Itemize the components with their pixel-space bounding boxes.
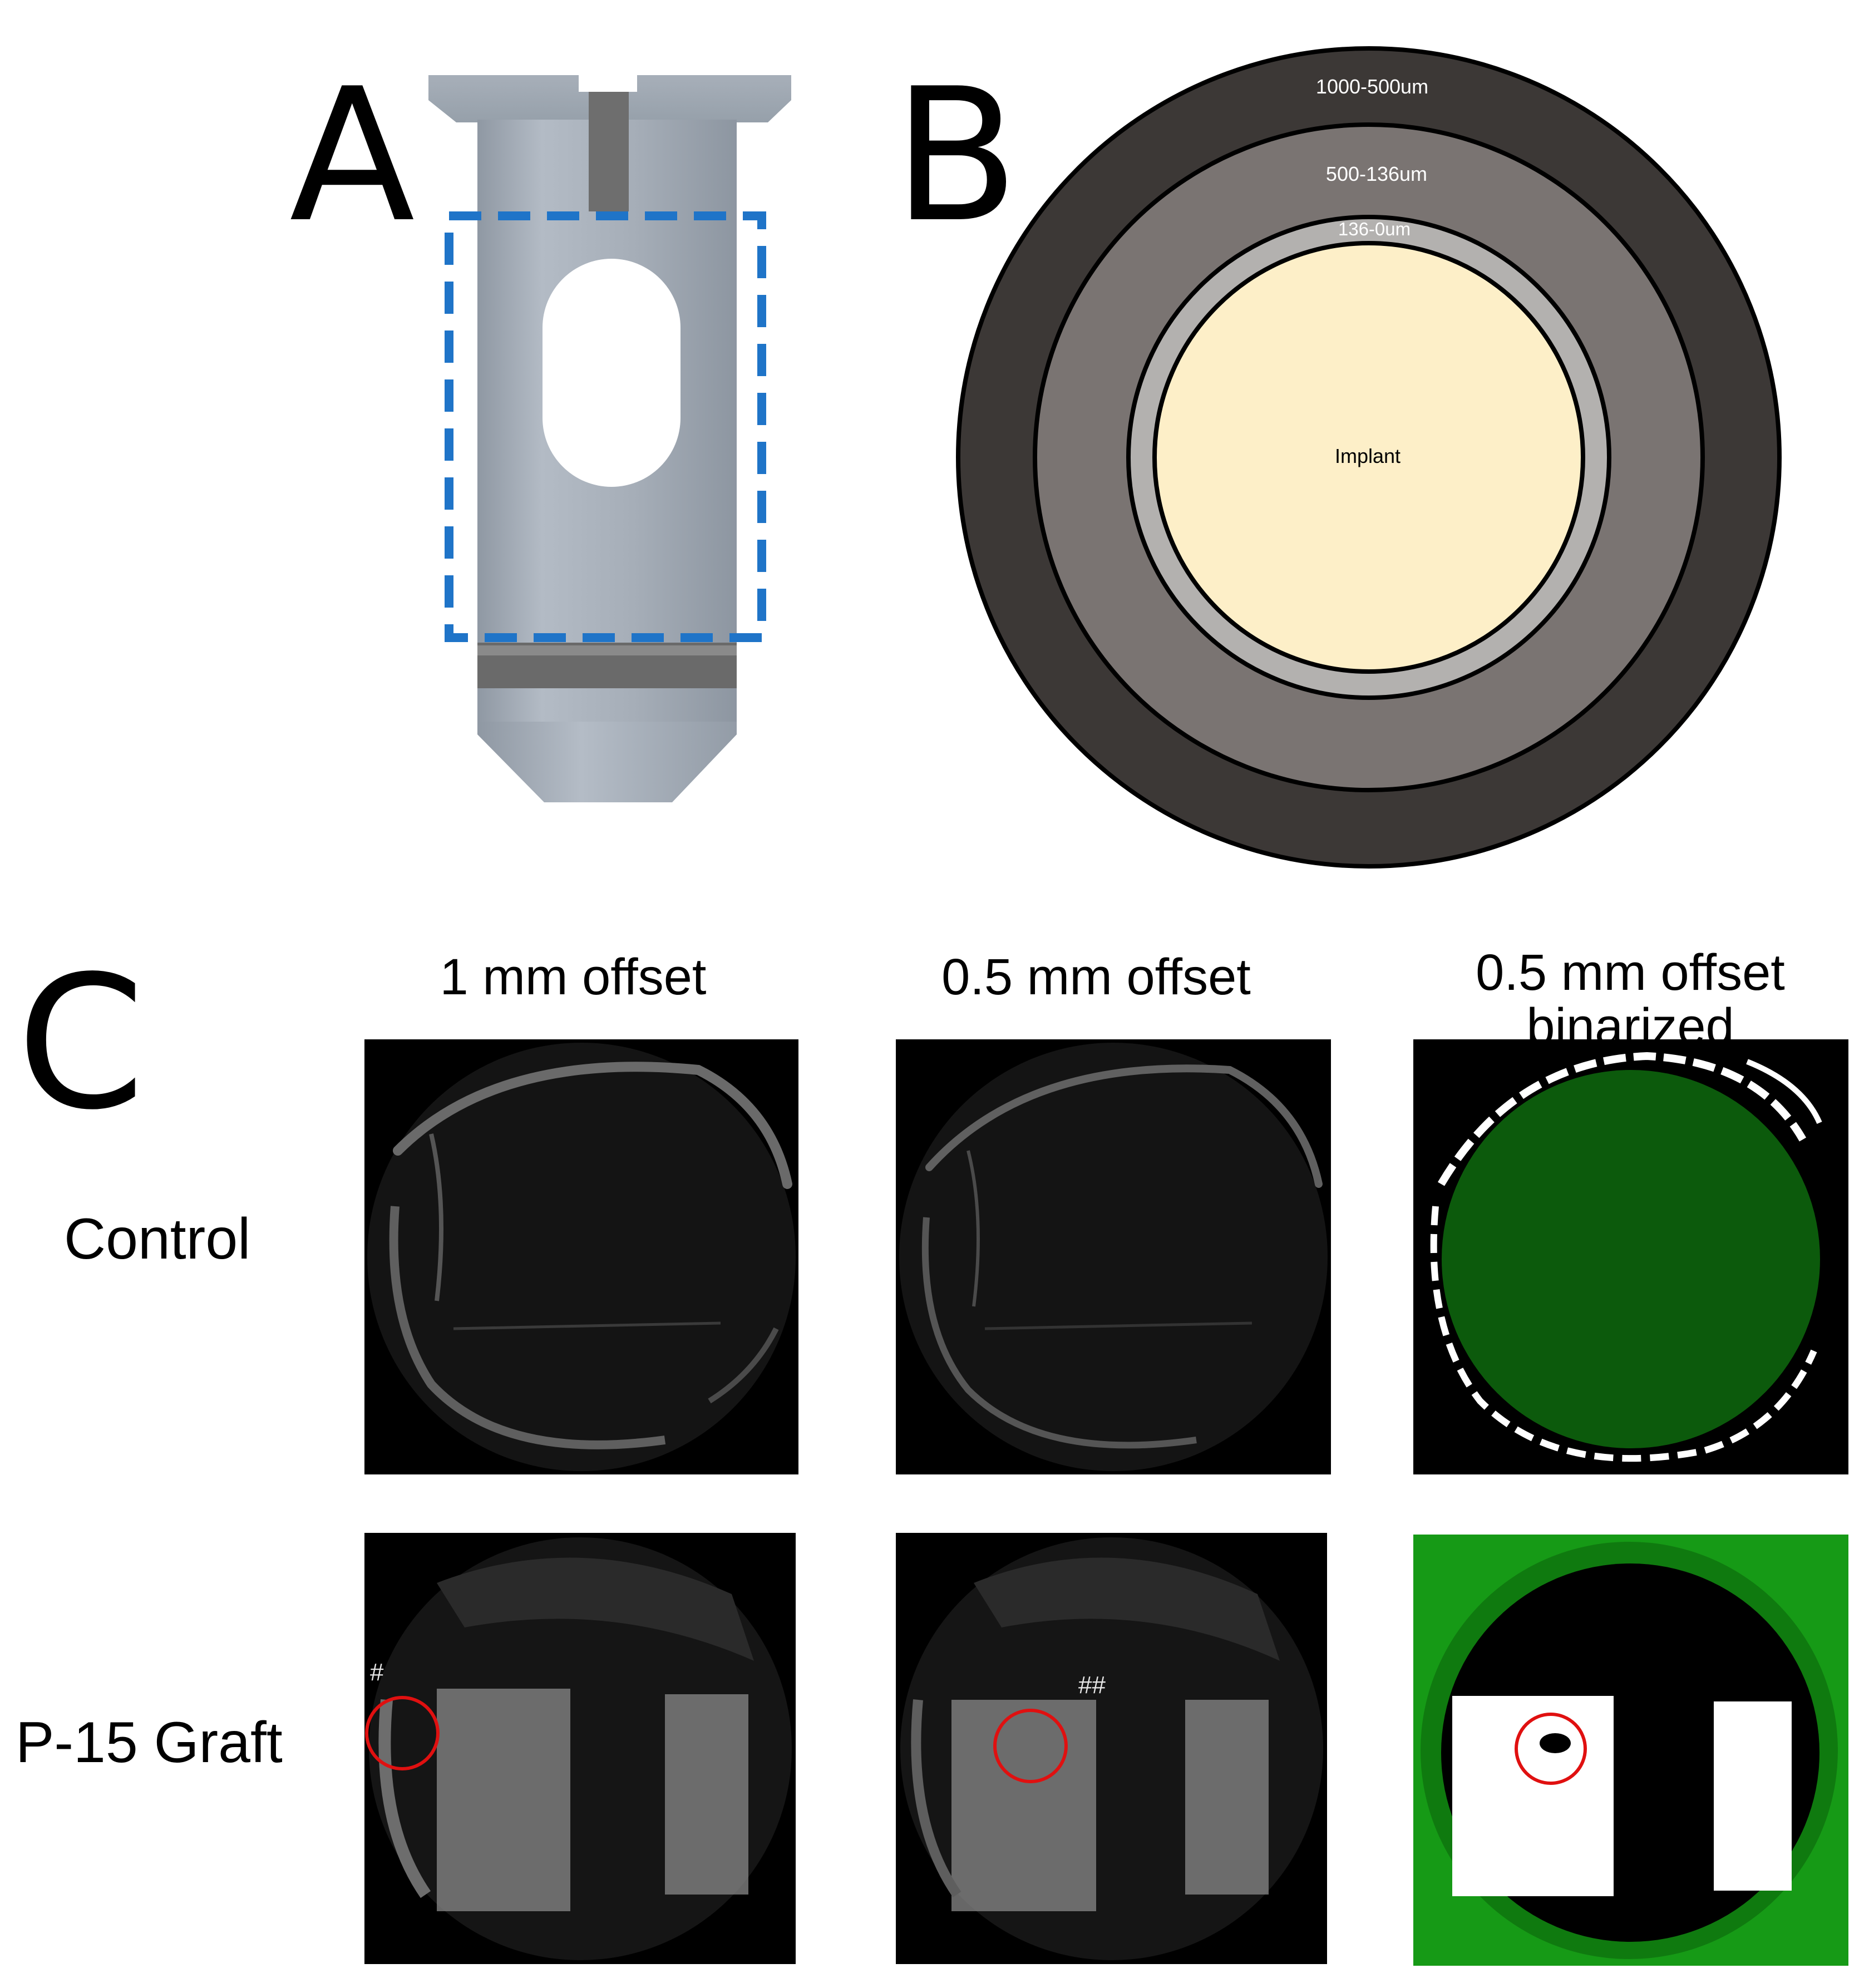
- ring-label-middle: 500-136um: [1326, 162, 1427, 185]
- row-header-control: Control: [64, 1207, 251, 1271]
- red-annotation-circle: [365, 1696, 440, 1770]
- row-header-p15-graft: P-15 Graft: [16, 1710, 283, 1775]
- region-dashed-box: [445, 211, 766, 642]
- column-header-binarized-line1: 0.5 mm offset: [1476, 944, 1785, 1001]
- column-header-1mm: 1 mm offset: [440, 949, 707, 1005]
- ring-label-outer: 1000-500um: [1316, 75, 1428, 98]
- red-annotation-circle: [1515, 1713, 1587, 1785]
- graft-left-block: [951, 1700, 1096, 1911]
- graft-right-block: [665, 1694, 748, 1895]
- column-header-05mm: 0.5 mm offset: [941, 949, 1251, 1005]
- ring-diagram: 1000-500um 500-136um 136-0um Implant: [956, 46, 1782, 869]
- panel-b-label: B: [893, 49, 1019, 263]
- red-annotation-circle: [993, 1709, 1068, 1783]
- ct-graft-05mm: ##: [896, 1533, 1327, 1964]
- ring-label-center: Implant: [1335, 445, 1401, 467]
- binarized-graft-left: [1452, 1696, 1614, 1896]
- graft-right-block: [1185, 1700, 1269, 1895]
- ct-graft-binarized: [1413, 1535, 1848, 1966]
- ct-control-1mm: [364, 1039, 798, 1474]
- graft-left-block: [437, 1689, 570, 1911]
- implant-diagram: [428, 75, 791, 802]
- panel-a-label: A: [289, 49, 415, 263]
- ct-graft-1mm: #: [364, 1533, 796, 1964]
- column-header-binarized: 0.5 mm offset binarized: [1413, 946, 1847, 1053]
- implant-window: [543, 259, 680, 487]
- ct-control-05mm: [896, 1039, 1331, 1474]
- panel-c-label: C: [17, 936, 145, 1150]
- binarized-graft-right: [1714, 1701, 1792, 1891]
- implant-tip: [477, 722, 737, 802]
- implant-circle: [1152, 241, 1585, 674]
- binarized-implant-region: [1442, 1070, 1820, 1448]
- marker-single-hash: #: [370, 1659, 384, 1686]
- ct-control-binarized: [1413, 1039, 1848, 1474]
- implant-slot: [589, 92, 629, 211]
- ring-label-inner: 136-0um: [1338, 219, 1411, 239]
- marker-double-hash: ##: [1078, 1671, 1106, 1699]
